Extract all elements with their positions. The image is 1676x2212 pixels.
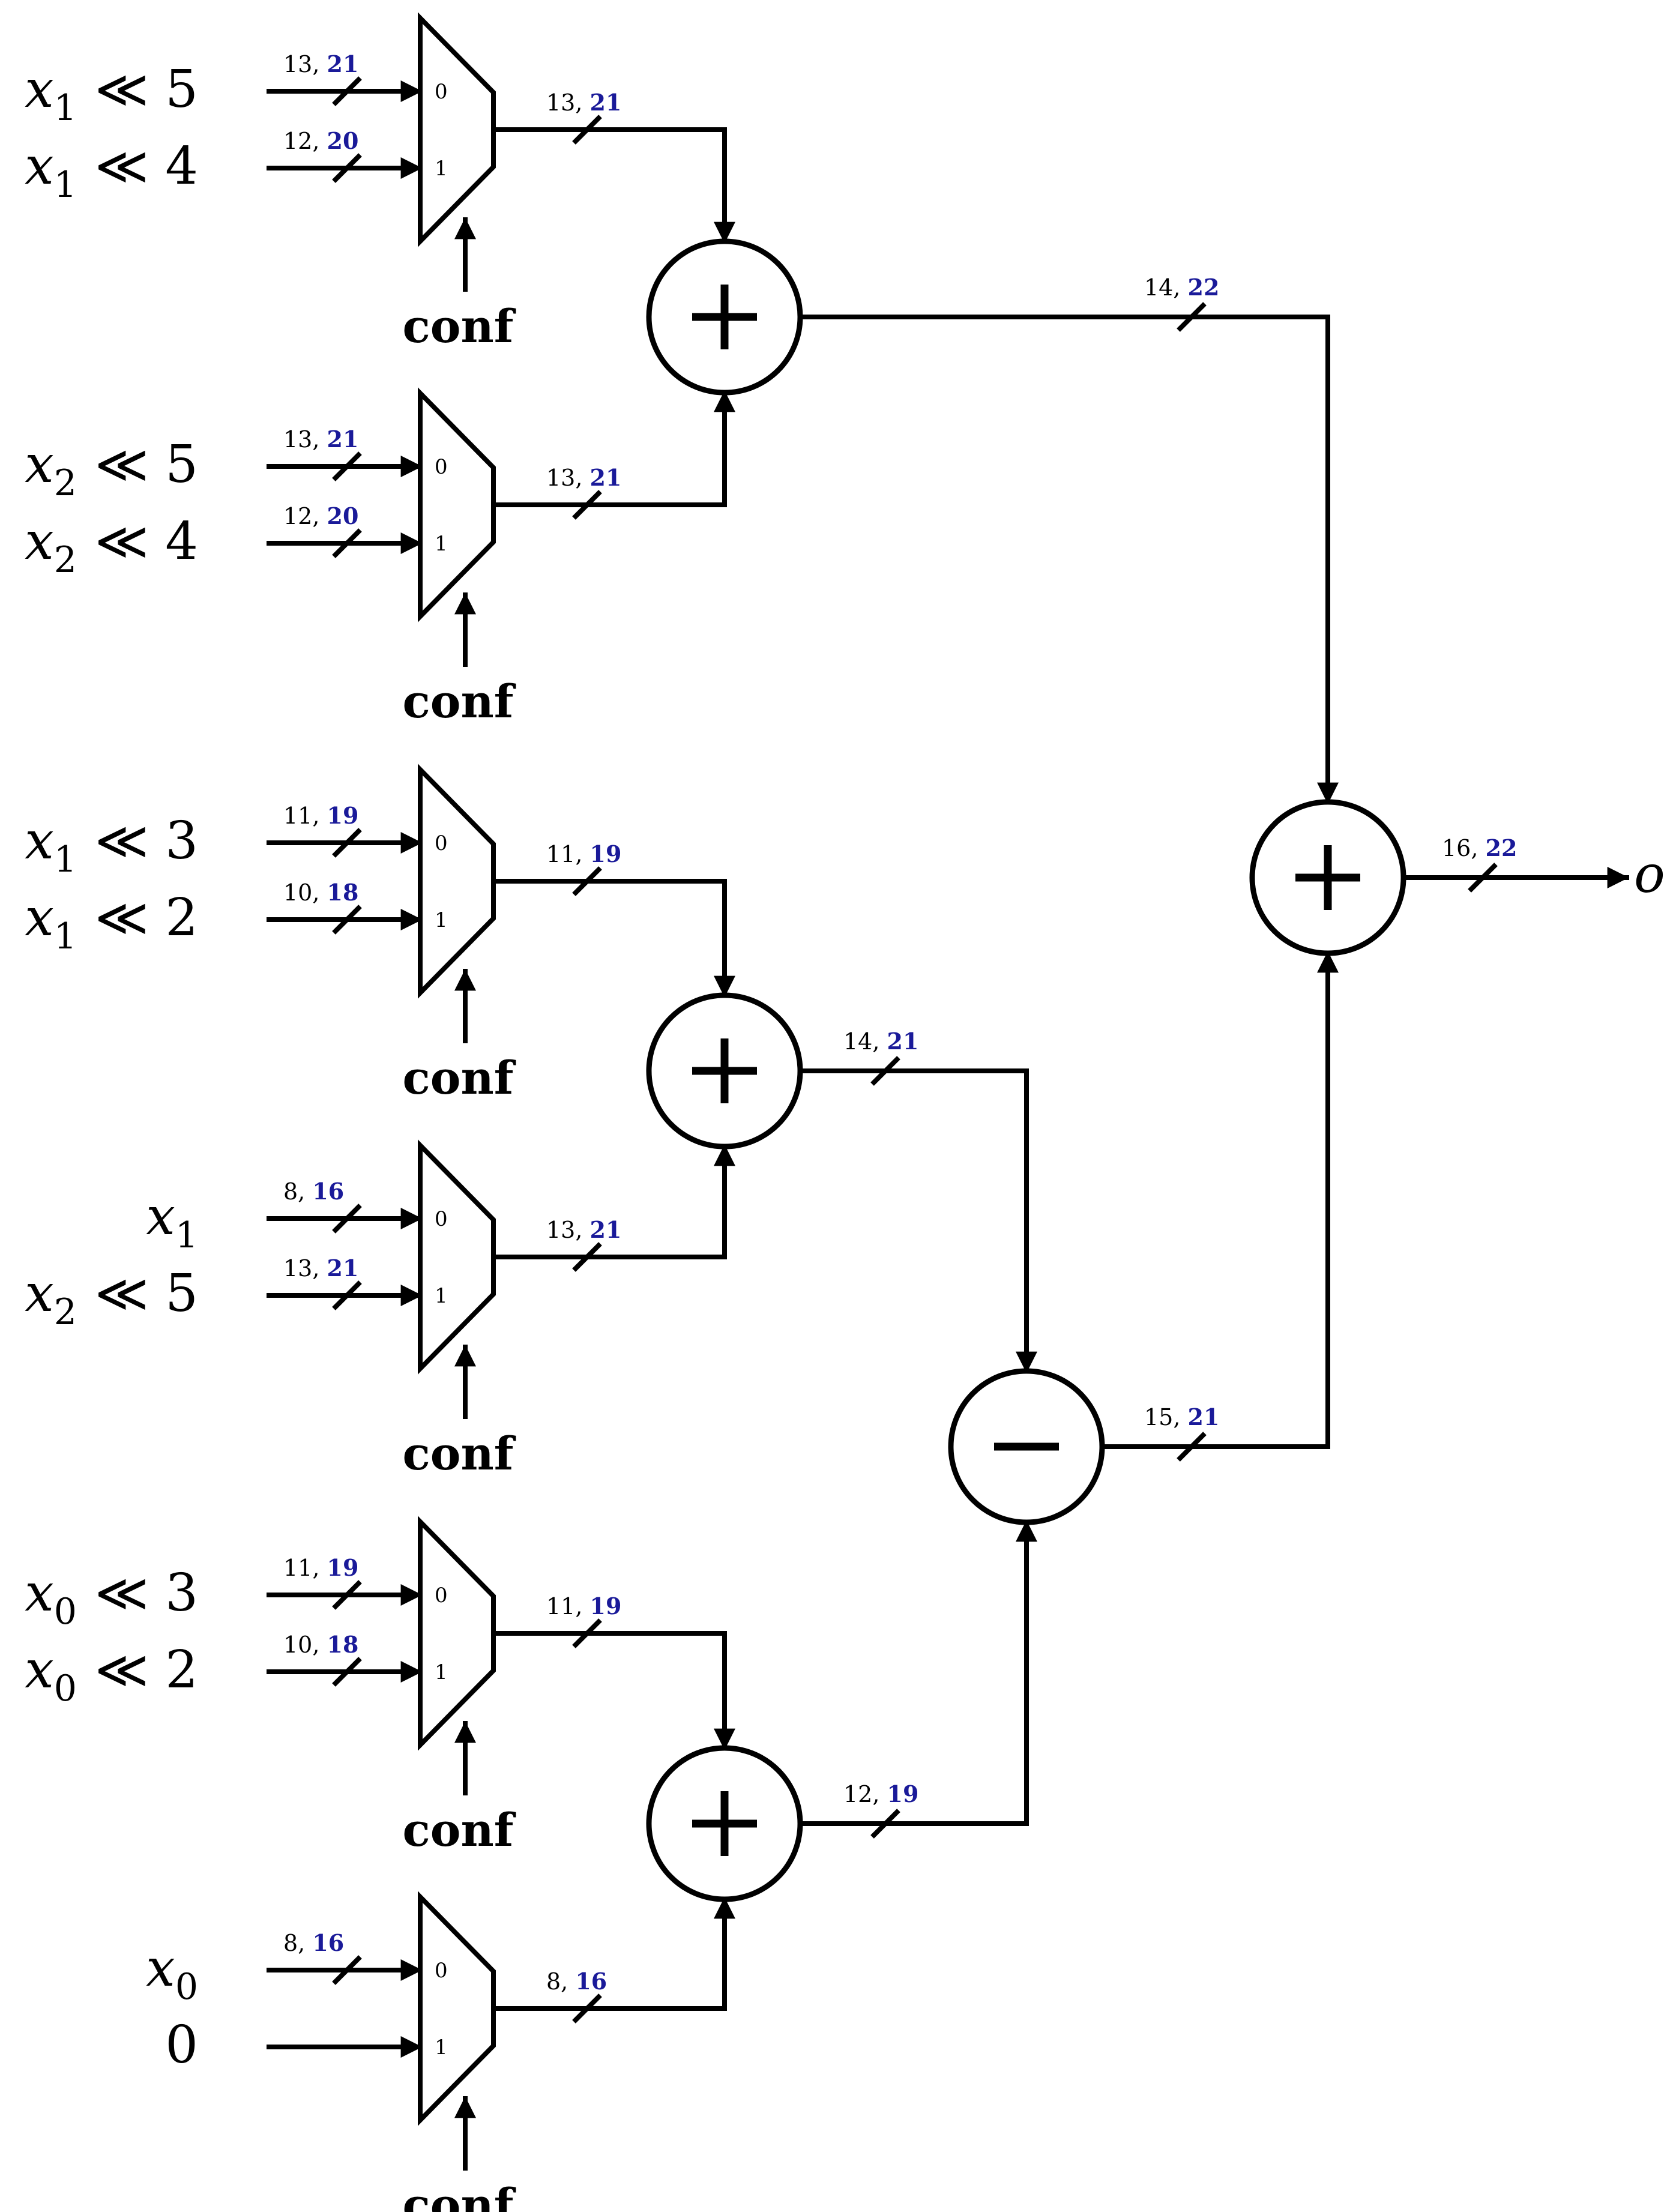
width-slash [572,490,602,520]
mux-port-0-label: 0 [435,1959,448,1983]
mux-port-1-label: 1 [435,908,448,932]
width-slash [332,451,362,481]
mux-port-1-label: 1 [435,157,448,181]
mux-5-out-wire [491,1631,735,1750]
width-slash [332,76,362,106]
width-slash [332,1657,362,1687]
mux-3-out-width: 11, 19 [546,840,621,867]
add3-out-wire [798,1520,1037,1826]
wires [267,76,1629,2171]
mux-3-in0-signal: x1≪ 3 [25,811,198,881]
width-slash [572,115,602,145]
mux-1 [418,12,496,247]
mux-4-in1-signal: x2≪ 5 [25,1264,198,1333]
mux-port-0-label: 0 [435,80,448,104]
output-label: o [1634,845,1665,905]
mux-4-out-wire [491,1144,735,1259]
width-slash [572,1618,602,1648]
mux-3 [418,764,496,999]
mux-port-0-label: 0 [435,1584,448,1608]
mux-2-in0-signal: x2≪ 5 [25,435,198,504]
mux-port-1-label: 1 [435,2036,448,2060]
width-slash [332,828,362,858]
add2-out-width: 14, 21 [843,1028,918,1055]
mux-6-in0-width: 8, 16 [283,1929,344,1956]
width-slash [332,1580,362,1610]
mux-4-in0-signal: x1 [146,1187,198,1256]
mux-1-out-wire [491,127,735,244]
mux-4-out-width: 13, 21 [546,1216,621,1243]
width-slash [332,1955,362,1985]
width-slash [332,1204,362,1234]
conf-label: conf [403,1051,516,1104]
conf-label: conf [403,300,516,353]
width-slash [572,1994,602,2024]
conf-label: conf [403,1427,516,1480]
mux-2-in0-width: 13, 21 [283,426,358,453]
mux-port-0-label: 0 [435,1207,448,1231]
mux-6-in0-signal: x0 [146,1938,198,2008]
add1-out-wire [798,315,1339,804]
mux-port-1-label: 1 [435,532,448,556]
mux-5-in1-signal: x0≪ 2 [25,1640,198,1710]
mux-3-out-wire [491,879,735,998]
mux-1-in0-width: 13, 21 [283,50,358,77]
sub1-out-wire [1100,951,1339,1449]
mux-1-in1-width: 12, 20 [283,127,358,154]
width-slash [332,153,362,183]
add3-out-width: 12, 19 [843,1780,918,1807]
mux-6-out-wire [491,1897,735,2011]
final-out-width: 16, 22 [1442,834,1517,861]
mux-2-in1-width: 12, 20 [283,502,358,529]
width-slash [332,528,362,558]
mux-1-in1-signal: x1≪ 4 [25,136,198,206]
mux-2-out-width: 13, 21 [546,464,621,491]
mux-6-in1-signal: 0 [165,2015,198,2075]
mux-6-out-width: 8, 16 [546,1968,607,1995]
mux-5-in0-signal: x0≪ 3 [25,1563,198,1633]
mux-port-0-label: 0 [435,455,448,479]
add1-out-width: 14, 22 [1144,274,1219,301]
mux-port-1-label: 1 [435,1660,448,1684]
mux-port-0-label: 0 [435,831,448,855]
width-slash [1177,1432,1207,1462]
width-slash [1468,863,1498,893]
conf-label: conf [403,675,516,728]
mux-port-1-label: 1 [435,1284,448,1308]
mux-2 [418,387,496,622]
mux-2-in1-signal: x2≪ 4 [25,511,198,581]
mux-4-in0-width: 8, 16 [283,1178,344,1205]
width-slash [572,866,602,896]
mux-5 [418,1516,496,1751]
conf-label: conf [403,1803,516,1857]
mux-3-in0-width: 11, 19 [283,802,358,829]
width-slash [572,1242,602,1272]
width-slash [332,1280,362,1310]
labels: 0 1 13, 21 12, 20 x1≪ 5x1≪ 4 conf 13, 21 0 1 13, … [25,50,1665,2212]
sub1-out-width: 15, 21 [1144,1403,1219,1430]
mux-5-in0-width: 11, 19 [283,1554,358,1581]
add2-out-wire [798,1068,1037,1373]
mux-3-in1-width: 10, 18 [283,879,358,906]
mux-6 [418,1891,496,2126]
blocks [418,12,1406,2126]
mux-1-in0-signal: x1≪ 5 [25,59,198,129]
width-slash [1177,302,1207,332]
mux-1-out-width: 13, 21 [546,89,621,116]
mux-5-out-width: 11, 19 [546,1593,621,1620]
mux-5-in1-width: 10, 18 [283,1631,358,1658]
width-slash [870,1056,900,1086]
width-slash [870,1809,900,1839]
conf-label: conf [403,2178,516,2212]
mux-4-in1-width: 13, 21 [283,1255,358,1282]
mux-3-in1-signal: x1≪ 2 [25,888,198,957]
mux-4 [418,1139,496,1375]
mux-2-out-wire [491,390,735,507]
width-slash [332,905,362,935]
